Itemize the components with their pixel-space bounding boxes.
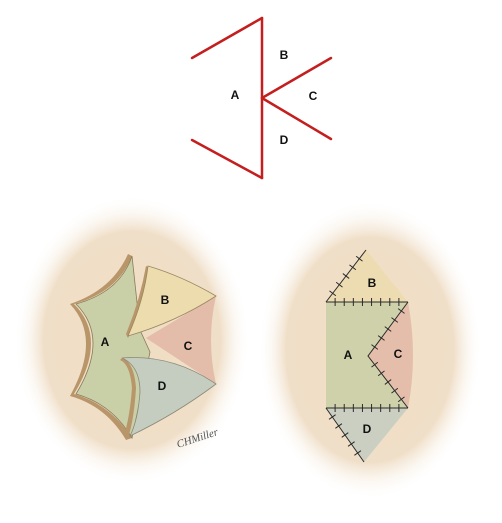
- stitch: [347, 441, 355, 447]
- stitch: [328, 414, 336, 420]
- top-label-d: D: [280, 133, 289, 147]
- lower-left-limb: [190, 138, 264, 180]
- stitch: [377, 370, 385, 377]
- flap-b-edge: [126, 266, 150, 338]
- right-label-a: A: [344, 348, 353, 362]
- stitch: [371, 344, 379, 350]
- stitch: [391, 387, 399, 394]
- flap-b: [127, 265, 217, 337]
- stitch: [349, 264, 357, 271]
- stitch-marks: [328, 255, 405, 456]
- stitch: [377, 335, 385, 341]
- flaps-raised-illustration: A B C D CHMiller: [14, 195, 250, 485]
- stitch: [391, 317, 399, 323]
- stitch: [397, 308, 405, 314]
- sutured-flap-d: [326, 408, 408, 462]
- flap-d: [121, 357, 217, 437]
- right-label-c: C: [394, 347, 403, 361]
- sutured-flap-b: [326, 250, 408, 302]
- lower-right-limb: [260, 96, 333, 141]
- top-label-b: B: [280, 48, 289, 62]
- top-label-a: A: [231, 88, 240, 102]
- stitch: [335, 423, 343, 429]
- stitch: [384, 326, 392, 332]
- stitch: [397, 396, 405, 403]
- left-label-c: C: [184, 339, 193, 353]
- sutured-flap-c: [368, 302, 413, 408]
- left-label-d: D: [158, 379, 167, 393]
- flaps-sutured-illustration: B A C D: [258, 200, 482, 500]
- left-label-a: A: [101, 335, 110, 349]
- left-label-b: B: [161, 293, 170, 307]
- top-label-c: C: [309, 89, 318, 103]
- stitch: [329, 290, 337, 297]
- stitch: [341, 432, 349, 438]
- stitch: [371, 361, 379, 368]
- right-label-b: B: [368, 276, 377, 290]
- stitch: [355, 255, 363, 262]
- flap-a-edge: [70, 254, 132, 440]
- flap-a: [75, 255, 151, 440]
- stitch: [342, 273, 350, 279]
- upper-right-limb: [260, 56, 333, 100]
- right-label-d: D: [363, 422, 372, 436]
- stitch: [354, 450, 362, 456]
- stitch: [384, 379, 392, 385]
- flap-c: [146, 296, 216, 384]
- incision-diagram: [190, 16, 333, 180]
- upper-left-limb: [190, 16, 264, 60]
- stitch: [335, 281, 343, 288]
- flap-d-edge: [120, 358, 136, 438]
